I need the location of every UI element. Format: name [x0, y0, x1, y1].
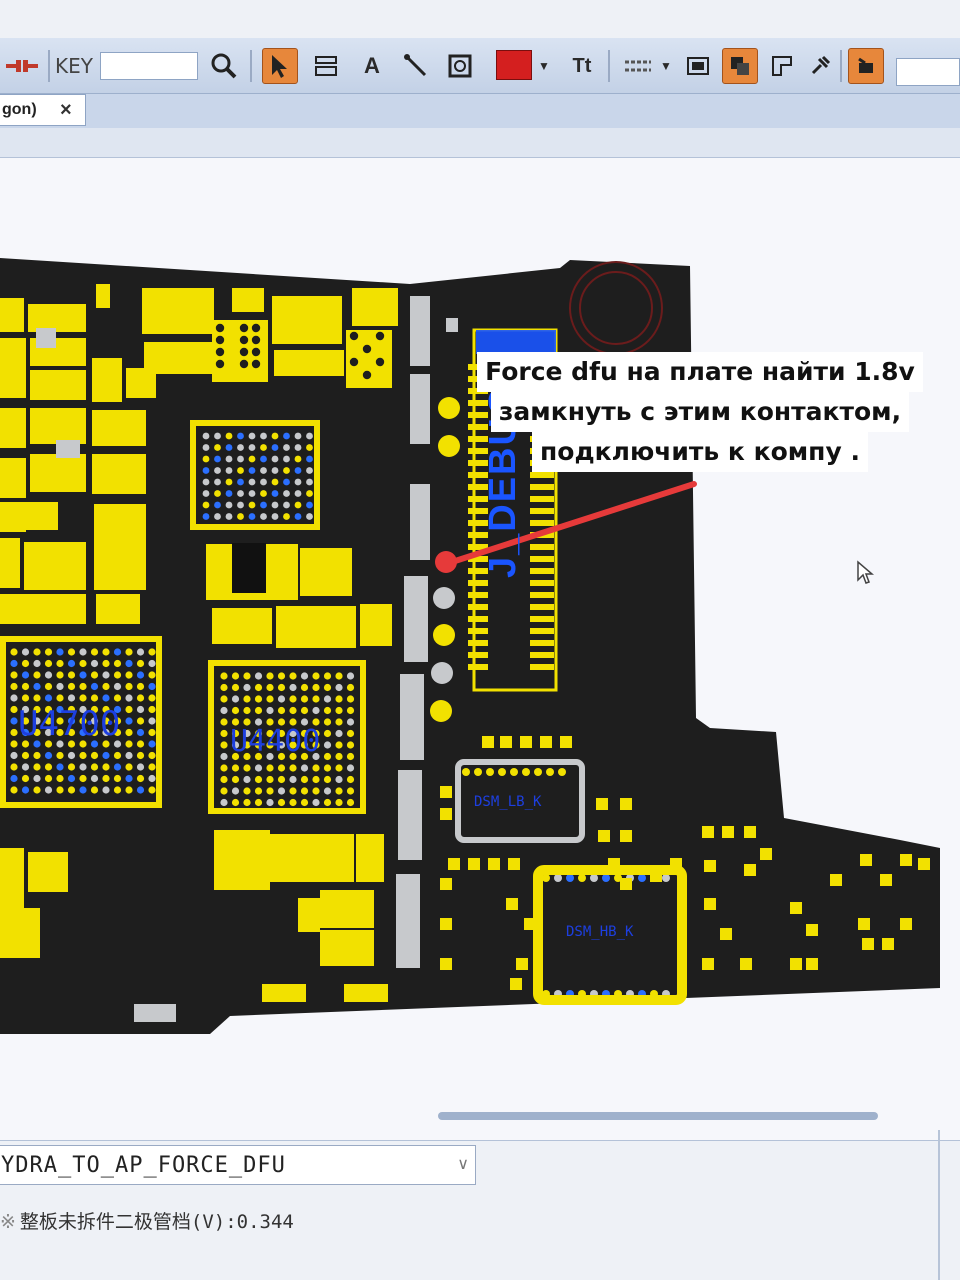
component-pads	[0, 284, 398, 1002]
annotation-line-3: подключить к компу .	[532, 432, 868, 472]
grey-pads	[36, 296, 430, 1022]
sub-toolbar	[0, 128, 960, 158]
key-label: KEY	[55, 54, 93, 78]
diode-reading: ※整板未拆件二极管档(V):0.344	[0, 1207, 294, 1234]
measure-icon[interactable]	[308, 48, 344, 84]
component-label-u4700: U4700	[18, 704, 121, 744]
grid-icon[interactable]	[764, 48, 800, 84]
annotation-arrow	[449, 481, 697, 565]
tab-label: gon)	[2, 101, 37, 118]
note-mark: ※	[0, 1211, 16, 1233]
pointer-icon[interactable]	[262, 48, 298, 84]
horizontal-scrollbar[interactable]	[438, 1112, 878, 1120]
net-name: YDRA_TO_AP_FORCE_DFU	[1, 1152, 286, 1178]
pin-icon[interactable]	[802, 48, 838, 84]
dsm-lb-k-outline	[455, 759, 585, 843]
color-swatch[interactable]	[496, 50, 532, 80]
test-pad-column	[430, 318, 460, 722]
annotation-line-1: Force dfu на плате найти 1.8v	[477, 352, 923, 392]
j-debug-connector	[468, 328, 558, 692]
close-icon[interactable]: ×	[60, 99, 72, 121]
net-panel: YDRA_TO_AP_FORCE_DFU ∨ ※整板未拆件二极管档(V):0.3…	[0, 1140, 960, 1280]
panel-divider	[938, 1130, 940, 1280]
chevron-down-icon[interactable]: ∨	[457, 1156, 469, 1173]
disconnect-icon[interactable]	[0, 48, 44, 84]
tab-board[interactable]: gon) ×	[0, 94, 86, 126]
lower-right-pads	[440, 736, 930, 990]
fill-icon[interactable]	[722, 48, 758, 84]
text-icon[interactable]: A	[364, 53, 380, 78]
search-icon[interactable]	[206, 48, 242, 84]
diode-reading-text: 整板未拆件二极管档(V):0.344	[19, 1211, 294, 1233]
layers-icon[interactable]	[620, 48, 656, 84]
chevron-down-icon[interactable]: ▼	[660, 59, 672, 73]
tab-strip: gon) ×	[0, 94, 960, 128]
bga-balls	[10, 323, 670, 998]
toolbar: KEY A ▼ Tt ▼	[0, 38, 960, 94]
force-dfu-test-point[interactable]	[435, 551, 457, 573]
line-icon[interactable]	[398, 48, 434, 84]
component-label-u4400: U4400	[230, 724, 321, 759]
component-label-dsm-hb-k: DSM_HB_K	[566, 924, 634, 940]
net-select[interactable]: YDRA_TO_AP_FORCE_DFU ∨	[0, 1145, 476, 1185]
annotation-line-2: замкнуть с этим контактом,	[490, 392, 910, 432]
toolbar-input[interactable]	[896, 58, 960, 86]
mouse-cursor-icon	[857, 560, 874, 584]
font-icon[interactable]: Tt	[572, 54, 592, 77]
board-canvas[interactable]: U4700 U4400 J_DEBUG DSM_LB_K DSM_HB_K	[0, 158, 960, 1140]
pcb-board[interactable]	[0, 158, 960, 1140]
box-icon[interactable]	[442, 48, 478, 84]
component-label-dsm-lb-k: DSM_LB_K	[474, 794, 542, 810]
chevron-down-icon[interactable]: ▼	[538, 59, 550, 73]
view-icon[interactable]	[680, 48, 716, 84]
chip-icon[interactable]	[848, 48, 884, 84]
key-input[interactable]	[100, 52, 198, 80]
annotation-note: Force dfu на плате найти 1.8v замкнуть с…	[470, 352, 930, 472]
